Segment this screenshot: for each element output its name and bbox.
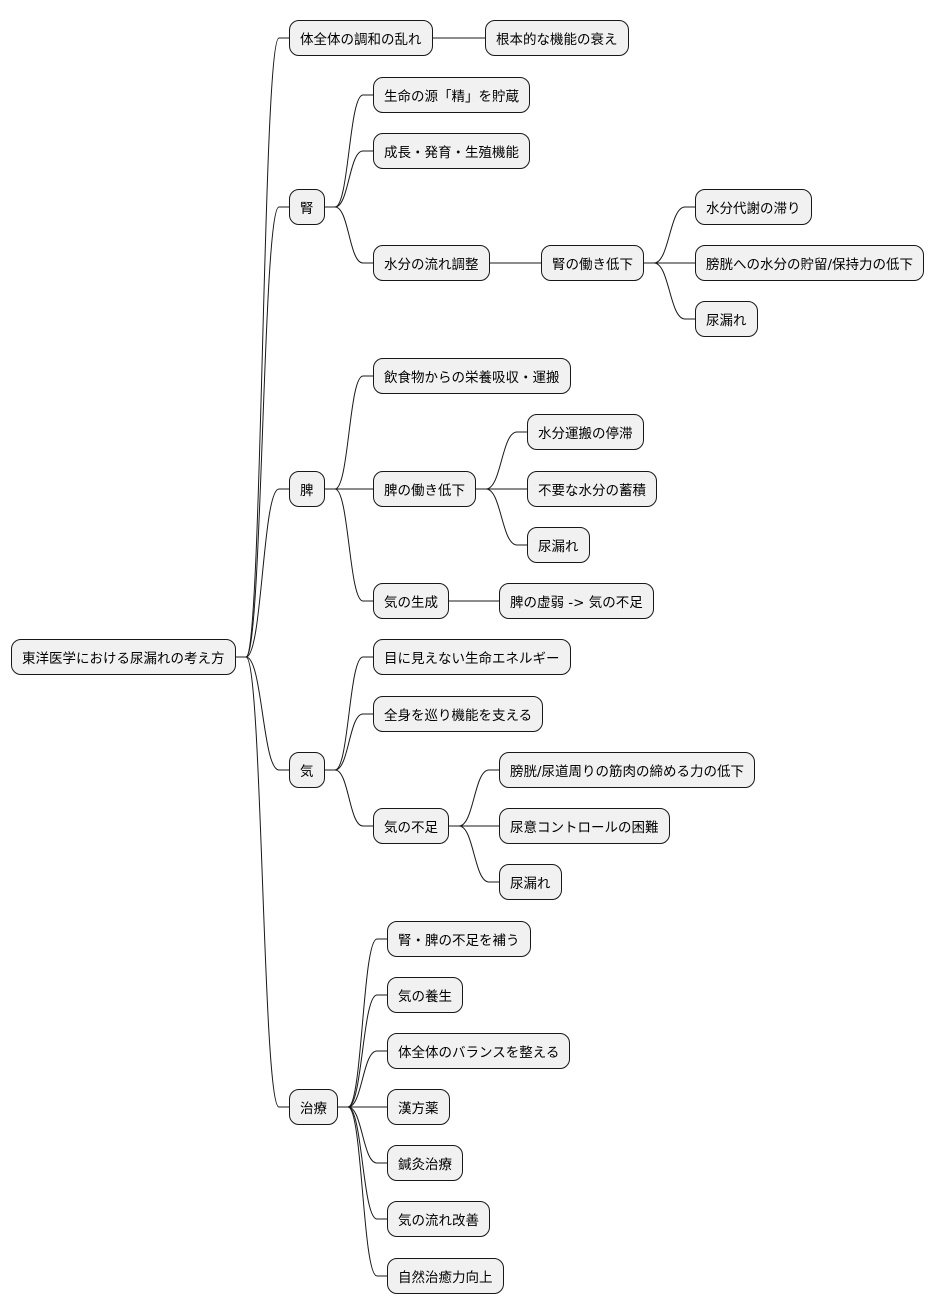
mindmap-node-spleen: 脾 [289,471,325,507]
mindmap-node-imbalance: 体全体の調和の乱れ [289,20,433,56]
connector-treatment-t2 [338,994,387,1108]
connector-qi-q1 [325,656,373,771]
connector-spleen-s1 [325,375,373,490]
connector-root-imbalance [236,37,289,658]
mindmap-node-q1: 目に見えない生命エネルギー [373,639,571,675]
connector-kidney-k1 [325,94,373,208]
mindmap-node-s2c: 尿漏れ [527,527,590,563]
connector-treatment-t7 [338,1106,387,1277]
mindmap-node-k3a: 腎の働き低下 [541,245,644,281]
mindmap-node-decline: 根本的な機能の衰え [485,20,629,56]
connector-kidney-k3 [325,206,373,264]
mindmap-node-k3a2: 膀胱への水分の貯留/保持力の低下 [695,245,925,281]
connector-root-treatment [236,656,289,1108]
connector-spleen-s3 [325,488,373,602]
connector-k3a-k3a3 [644,262,695,320]
mindmap-node-t7: 自然治癒力向上 [387,1258,504,1294]
mindmap-node-s3a: 脾の虚弱 -> 気の不足 [499,583,654,619]
mindmap-node-t1: 腎・脾の不足を補う [387,921,531,957]
connector-qi-q3 [325,769,373,827]
connector-root-qi [236,656,289,771]
mindmap-node-s3: 気の生成 [373,583,449,619]
mindmap-node-t4: 漢方薬 [387,1089,450,1125]
connector-qi-q2 [325,713,373,771]
connector-kidney-k2 [325,150,373,208]
connector-k3a-k3a1 [644,206,695,264]
mindmap-node-q3: 気の不足 [373,808,449,844]
mindmap-node-k3a1: 水分代謝の滞り [695,189,812,225]
mindmap-node-s2a: 水分運搬の停滞 [527,414,644,450]
connector-q3-q3a [449,769,499,827]
mindmap-node-k2: 成長・発育・生殖機能 [373,133,530,169]
connector-treatment-t3 [338,1050,387,1108]
mindmap-node-t6: 気の流れ改善 [387,1201,490,1237]
mindmap-node-kidney: 腎 [289,189,325,225]
mindmap-node-s2: 脾の働き低下 [373,471,476,507]
mindmap-node-treatment: 治療 [289,1089,338,1125]
mindmap-node-s2b: 不要な水分の蓄積 [527,471,657,507]
mindmap-node-k3a3: 尿漏れ [695,301,758,337]
connector-root-kidney [236,206,289,658]
mindmap-node-q3b: 尿意コントロールの困難 [499,808,670,844]
connector-q3-q3c [449,825,499,883]
mindmap-node-qi: 気 [289,752,325,788]
connector-treatment-t5 [338,1106,387,1164]
mindmap-node-s1: 飲食物からの栄養吸収・運搬 [373,358,571,394]
mindmap-node-t2: 気の養生 [387,977,463,1013]
mindmap-node-t3: 体全体のバランスを整える [387,1033,571,1069]
mindmap-node-root: 東洋医学における尿漏れの考え方 [11,639,236,675]
connector-s2-s2a [476,431,527,490]
mindmap-node-k3: 水分の流れ調整 [373,245,490,281]
mindmap-node-q2: 全身を巡り機能を支える [373,696,544,732]
mindmap-node-k1: 生命の源「精」を貯蔵 [373,77,530,113]
connector-s2-s2c [476,488,527,546]
mindmap-node-t5: 鍼灸治療 [387,1145,463,1181]
mindmap-node-q3a: 膀胱/尿道周りの筋肉の締める力の低下 [499,752,756,788]
connector-treatment-t1 [338,938,387,1108]
connector-root-spleen [236,488,289,658]
mindmap-node-q3c: 尿漏れ [499,864,562,900]
